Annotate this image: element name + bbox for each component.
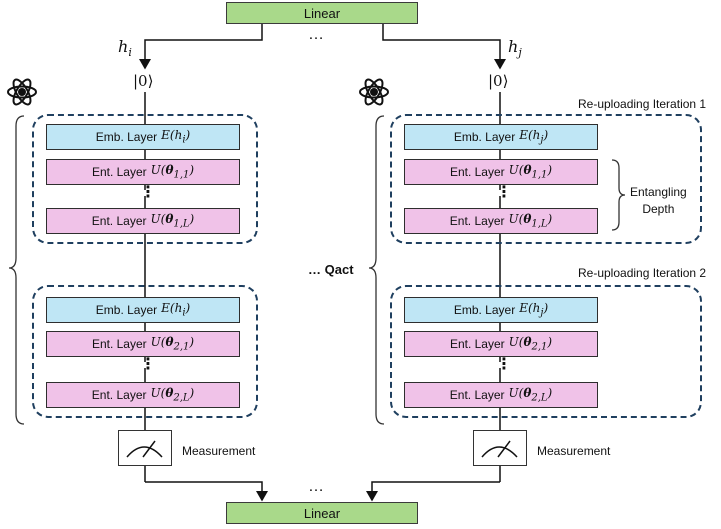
meter-gauge-icon <box>118 430 172 466</box>
ket-zero-right: |0⟩ <box>488 72 509 90</box>
reupload-iteration-2-label: Re-uploading Iteration 2 <box>578 266 707 280</box>
input-left-label: hi <box>118 37 132 60</box>
entangling-depth-label: Entangling Depth <box>630 185 687 216</box>
left-vdots-2: ⋮ <box>140 356 156 373</box>
top-to-right-wire <box>382 24 506 70</box>
left-to-bottom-wire <box>145 481 268 502</box>
left-reupload-group-1 <box>32 114 258 244</box>
qact-label: … Qact <box>308 262 354 277</box>
top-ellipsis: … <box>308 26 324 43</box>
left-vdots-1: ⋮ <box>140 184 156 201</box>
atom-icon <box>359 78 389 106</box>
left-reupload-group-2 <box>32 285 258 418</box>
right-reupload-group-1 <box>390 114 702 244</box>
atom-icon <box>7 78 37 106</box>
measurement-label-right: Measurement <box>537 444 611 458</box>
entangling-depth-brace <box>611 159 626 231</box>
input-right-label: hj <box>508 37 522 60</box>
measurement-label-left: Measurement <box>182 444 256 458</box>
reupload-iteration-1-label: Re-uploading Iteration 1 <box>578 97 707 111</box>
linear-bottom-box: Linear <box>226 502 418 524</box>
top-to-left-wire <box>139 24 263 70</box>
right-vdots-1: ⋮ <box>496 184 512 201</box>
bottom-ellipsis: … <box>308 478 324 495</box>
right-reupload-group-2 <box>390 285 702 418</box>
meter-gauge-icon <box>473 430 527 466</box>
right-to-bottom-wire <box>366 481 500 502</box>
ket-zero-left: |0⟩ <box>133 72 154 90</box>
linear-top-box: Linear <box>226 2 418 24</box>
right-vdots-2: ⋮ <box>496 356 512 373</box>
left-qact-brace <box>8 115 25 425</box>
right-qact-brace <box>368 115 385 425</box>
